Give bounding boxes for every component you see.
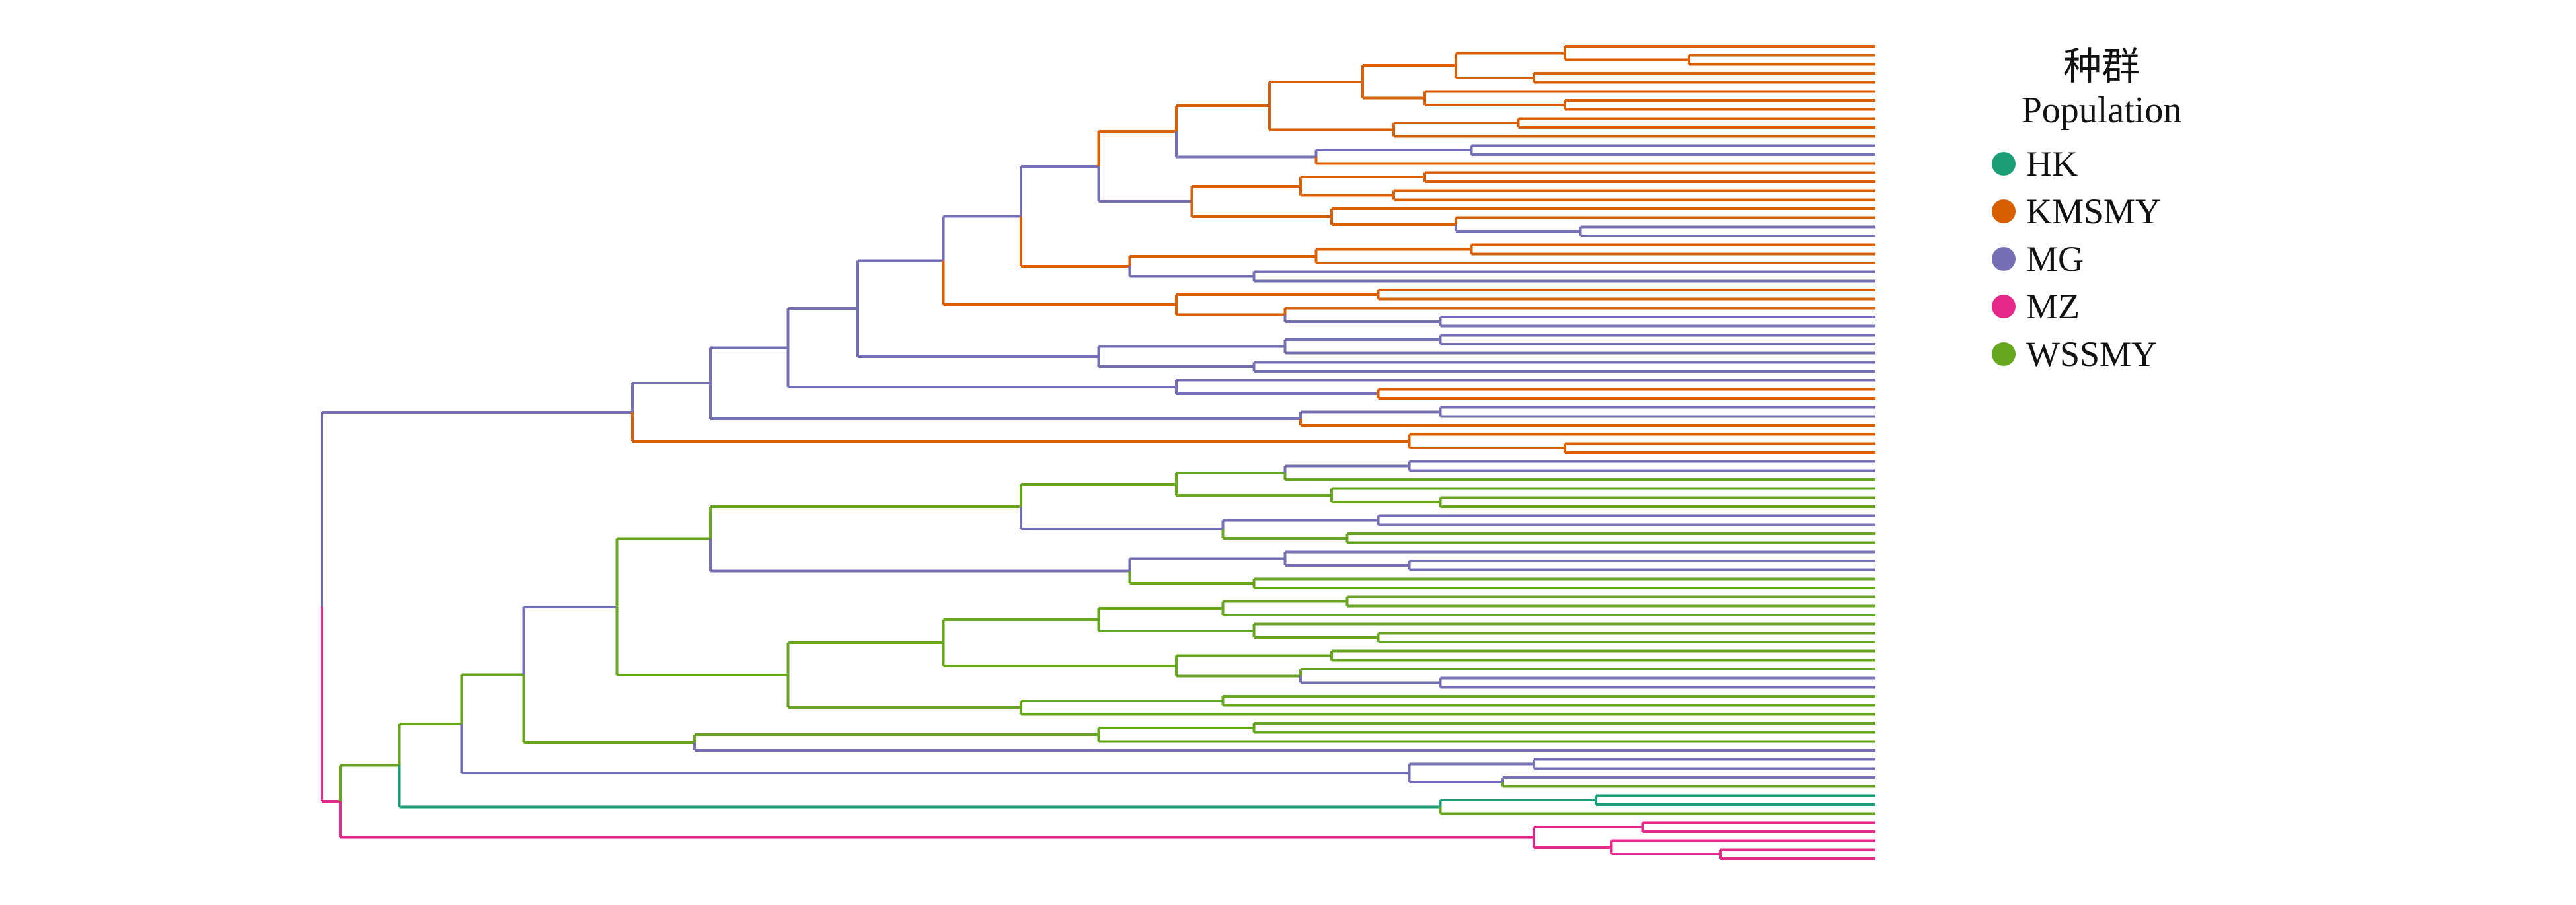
legend-swatch-hk-icon: [1992, 152, 2016, 176]
legend-item-mg: MG: [1992, 238, 2254, 279]
legend-label-wssmy: WSSMY: [2026, 334, 2158, 375]
legend-swatch-wssmy-icon: [1992, 342, 2016, 367]
legend-item-kmsmy: KMSMY: [1992, 191, 2254, 232]
legend-item-hk: HK: [1992, 143, 2254, 184]
legend-item-wssmy: WSSMY: [1992, 334, 2254, 375]
legend-title-en: Population: [2021, 89, 2182, 131]
tree-edges: [321, 45, 1875, 860]
legend-label-mg: MG: [2026, 239, 2084, 279]
legend-swatch-mz-icon: [1992, 295, 2016, 319]
legend-label-mz: MZ: [2026, 287, 2080, 327]
legend-item-mz: MZ: [1992, 286, 2254, 327]
legend: 种群 Population HK KMSMY MG MZ WSSMY: [1950, 45, 2254, 381]
legend-swatch-mg-icon: [1992, 247, 2016, 272]
legend-label-kmsmy: KMSMY: [2026, 192, 2162, 232]
legend-label-hk: HK: [2026, 144, 2078, 184]
legend-title-zh: 种群: [2063, 45, 2140, 88]
legend-swatch-kmsmy-icon: [1992, 199, 2016, 224]
